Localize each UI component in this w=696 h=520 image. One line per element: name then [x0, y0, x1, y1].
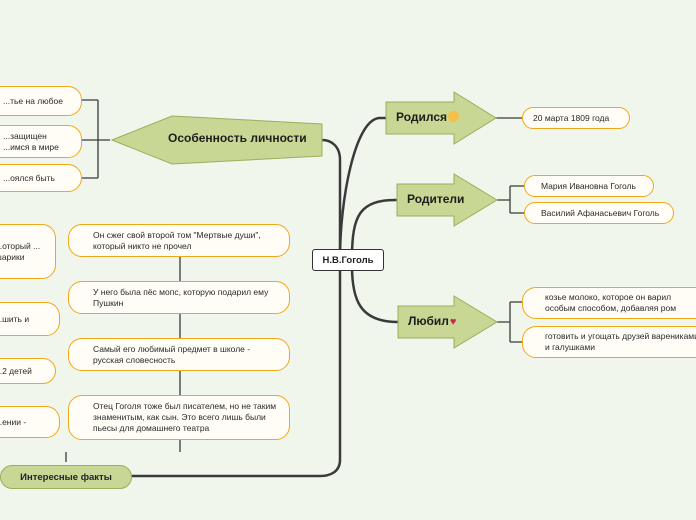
parents-label[interactable]: Родители — [407, 192, 465, 206]
fact-left-item-3[interactable]: ...2 детей — [0, 358, 56, 384]
fact-left-item-1[interactable]: ...оторый ... шарики — [0, 224, 56, 279]
heart-emoji-icon: ♥ — [449, 316, 457, 328]
loved-item-cooking[interactable]: готовить и угощать друзей варениками и г… — [522, 326, 696, 358]
personality-arrow-shape — [110, 115, 323, 165]
personality-item-3[interactable]: ...оялся быть — [0, 164, 82, 192]
born-date-item[interactable]: 20 марта 1809 года — [522, 107, 630, 129]
born-arrow-shape — [385, 91, 497, 145]
fact-item-3[interactable]: Самый его любимый предмет в школе - русс… — [68, 338, 290, 371]
personality-item-2[interactable]: ...защищен ...имся в мире — [0, 125, 82, 158]
loved-item-milk[interactable]: козье молоко, которое он варил особым сп… — [522, 287, 696, 319]
center-label: Н.В.Гоголь — [322, 254, 374, 266]
personality-item-1[interactable]: ...тье на любое — [0, 86, 82, 116]
center-node[interactable]: Н.В.Гоголь — [312, 249, 384, 271]
personality-label[interactable]: Особенность личности — [168, 131, 307, 145]
loved-label[interactable]: Любил♥ — [408, 314, 457, 328]
parents-arrow-shape — [396, 173, 498, 227]
parent-father-item[interactable]: Василий Афанасьевич Гоголь — [524, 202, 674, 224]
facts-topic[interactable]: Интересные факты — [0, 465, 132, 489]
fact-item-1[interactable]: Он сжег свой второй том "Мертвые души", … — [68, 224, 290, 257]
born-label[interactable]: Родился — [396, 110, 460, 124]
loved-arrow-shape — [397, 295, 498, 349]
fact-item-4[interactable]: Отец Гоголя тоже был писателем, но не та… — [68, 395, 290, 440]
fact-item-2[interactable]: У него была пёс мопс, которую подарил ем… — [68, 281, 290, 314]
parent-mother-item[interactable]: Мария Ивановна Гоголь — [524, 175, 654, 197]
fact-left-item-4[interactable]: ...ении - — [0, 406, 60, 438]
baby-emoji-icon — [448, 111, 460, 122]
fact-left-item-2[interactable]: ...шить и — [0, 302, 60, 336]
